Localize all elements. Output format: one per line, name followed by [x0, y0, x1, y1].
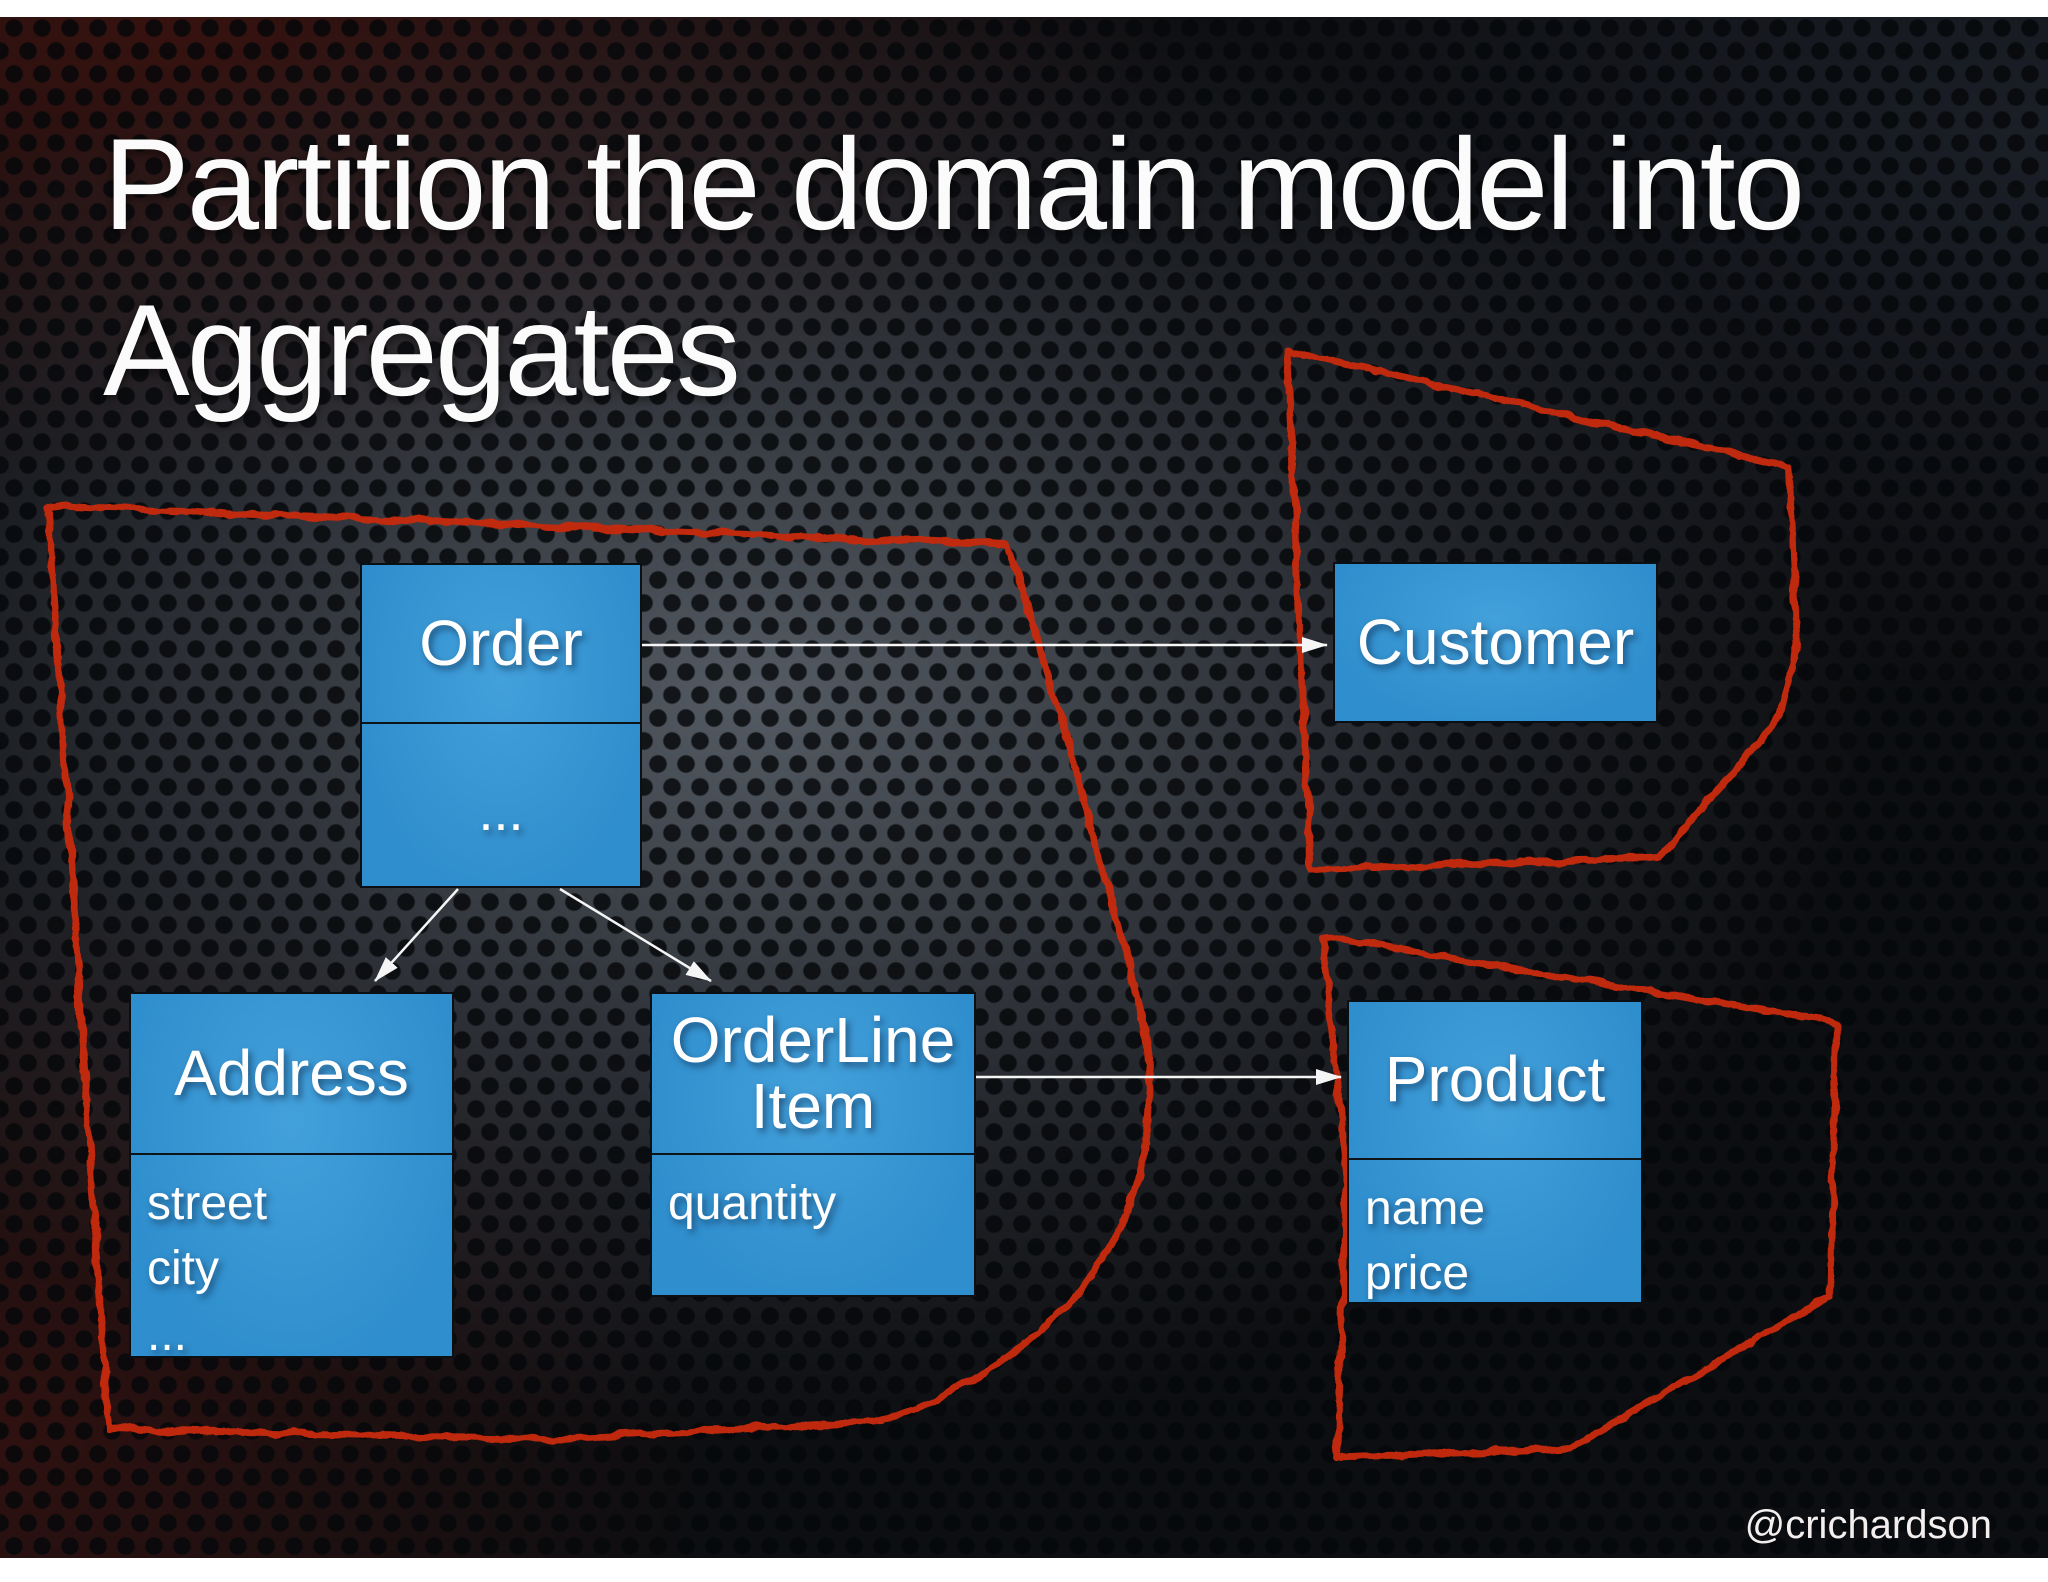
class-box-product: Product name price — [1347, 1000, 1643, 1304]
author-watermark: @crichardson — [1744, 1503, 1992, 1547]
class-box-address: Address street city ... — [129, 992, 454, 1361]
attribute: ... — [147, 1307, 188, 1361]
class-attrs-address: street city ... — [131, 1153, 452, 1367]
slide-background: Partition the domain model into Aggregat… — [0, 17, 2048, 1558]
class-name-customer: Customer — [1356, 605, 1635, 678]
order-aggregate-boundary — [44, 502, 1153, 1443]
class-box-order: Order ... — [360, 563, 642, 888]
attribute: street — [147, 1177, 268, 1230]
customer-aggregate-boundary — [1283, 346, 1801, 873]
class-attrs-order: ... — [362, 722, 640, 886]
attribute: ... — [478, 782, 524, 843]
order-to-orderlineitem-arrow — [559, 887, 712, 983]
class-name-orderlineitem: OrderLine Item — [670, 1004, 956, 1142]
attribute: quantity — [668, 1177, 837, 1230]
class-box-orderlineitem: OrderLine Item quantity — [650, 992, 976, 1297]
order-to-address-arrow — [374, 888, 459, 982]
attribute: name — [1365, 1182, 1486, 1235]
class-name-product: Product — [1384, 1043, 1606, 1116]
class-attrs-orderlineitem: quantity — [652, 1153, 974, 1295]
page-title: Partition the domain model into Aggregat… — [103, 111, 1805, 424]
class-attrs-product: name price — [1349, 1158, 1641, 1307]
class-name-address: Address — [174, 1036, 409, 1109]
class-box-customer: Customer — [1333, 562, 1658, 723]
class-name-order: Order — [419, 606, 583, 679]
diagram-overlay — [44, 346, 1840, 1462]
attribute: city — [147, 1242, 219, 1296]
attribute: price — [1365, 1247, 1470, 1301]
